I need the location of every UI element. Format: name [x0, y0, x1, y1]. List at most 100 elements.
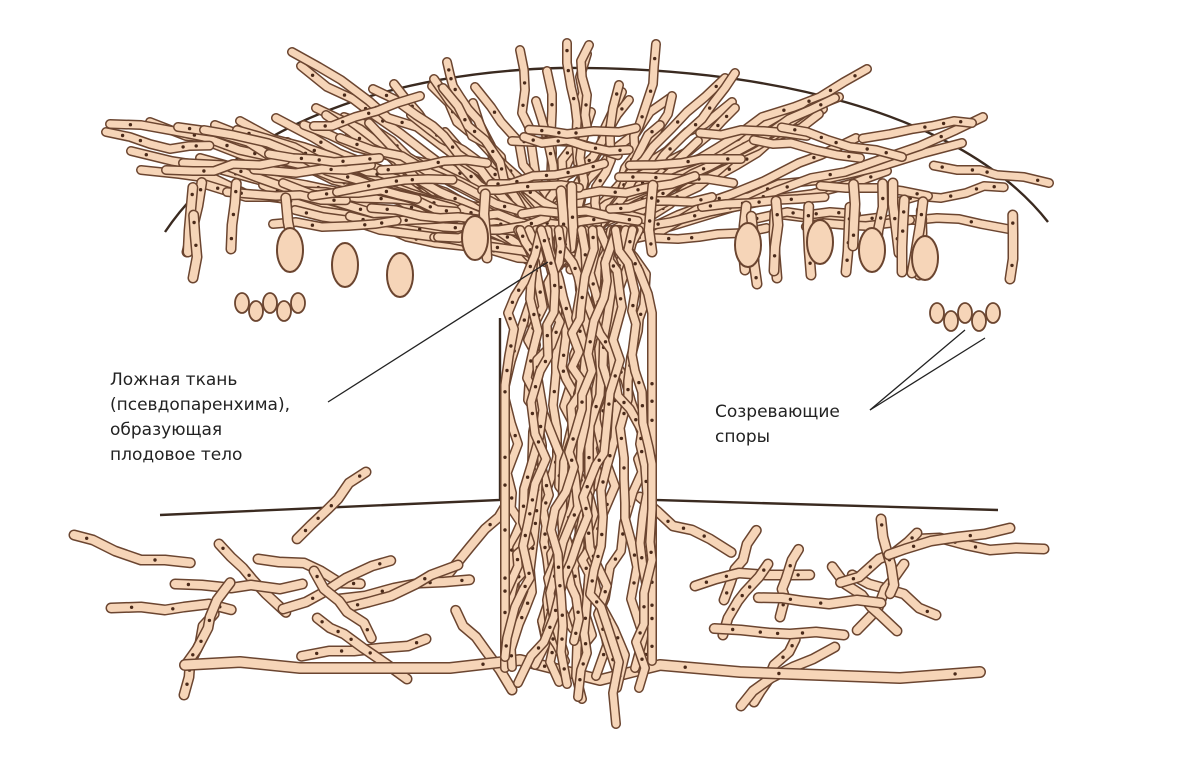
- nucleus: [527, 571, 531, 575]
- nucleus: [129, 605, 134, 609]
- nucleus: [493, 172, 497, 177]
- nucleus: [603, 590, 607, 594]
- nucleus: [819, 135, 823, 140]
- nucleus: [368, 157, 372, 161]
- nucleus: [303, 528, 308, 533]
- nucleus: [923, 125, 927, 129]
- nucleus: [526, 184, 530, 189]
- hypha-fill: [250, 161, 375, 177]
- nucleus: [520, 615, 524, 620]
- nucleus: [592, 217, 596, 222]
- nucleus: [138, 138, 143, 143]
- nucleus: [317, 158, 321, 162]
- nucleus: [594, 404, 598, 409]
- hypha-fill: [720, 526, 761, 604]
- nucleus: [144, 153, 148, 157]
- nucleus: [538, 424, 543, 429]
- nucleus: [556, 565, 561, 569]
- nucleus: [186, 582, 191, 587]
- nucleus: [595, 600, 599, 604]
- nucleus: [385, 207, 389, 211]
- nucleus: [580, 295, 584, 300]
- spore: [943, 310, 959, 332]
- nucleus: [828, 88, 833, 93]
- nucleus: [386, 168, 390, 172]
- nucleus: [654, 175, 658, 180]
- nucleus: [499, 167, 504, 171]
- nucleus: [668, 147, 672, 151]
- nucleus: [558, 250, 562, 254]
- nucleus: [556, 139, 560, 143]
- spore: [290, 292, 306, 314]
- nucleus: [229, 236, 234, 241]
- nucleus: [781, 655, 785, 659]
- nucleus: [591, 282, 595, 286]
- nucleus: [351, 581, 356, 586]
- nucleus: [607, 402, 611, 406]
- nucleus: [315, 574, 319, 579]
- nucleus: [522, 318, 526, 322]
- hypha-fill: [377, 156, 491, 174]
- basidium: [276, 227, 304, 273]
- nucleus: [469, 174, 473, 179]
- nucleus: [870, 216, 874, 220]
- nucleus: [650, 196, 654, 200]
- nucleus: [650, 418, 654, 422]
- nucleus: [620, 107, 624, 111]
- nucleus: [357, 136, 362, 141]
- nucleus: [414, 641, 419, 645]
- nucleus: [428, 205, 432, 209]
- nucleus: [601, 480, 605, 484]
- nucleus: [656, 199, 660, 203]
- nucleus: [869, 175, 873, 179]
- nucleus: [566, 170, 570, 175]
- nucleus: [199, 639, 203, 643]
- nucleus: [649, 242, 653, 246]
- nucleus: [324, 192, 329, 196]
- nucleus: [570, 215, 575, 219]
- hypha-fill: [291, 206, 555, 263]
- nucleus: [598, 179, 602, 183]
- nucleus: [613, 557, 618, 561]
- nucleus: [522, 81, 527, 85]
- nucleus: [311, 596, 315, 600]
- leader-line-spores-1: [869, 329, 966, 411]
- nucleus: [968, 533, 972, 538]
- nucleus: [207, 618, 212, 623]
- hypha-fill: [770, 197, 782, 275]
- nucleus: [384, 189, 389, 194]
- nucleus: [868, 565, 872, 569]
- nucleus: [521, 234, 525, 238]
- basidium: [858, 227, 886, 273]
- nucleus: [649, 550, 653, 554]
- nucleus: [910, 536, 914, 540]
- nucleus: [505, 368, 509, 373]
- nucleus: [959, 120, 963, 124]
- nucleus: [693, 214, 697, 218]
- nucleus: [974, 187, 979, 191]
- hypha-fill: [520, 133, 633, 155]
- nucleus: [533, 521, 538, 526]
- nucleus: [593, 146, 598, 150]
- nucleus: [775, 213, 779, 217]
- nucleus: [565, 151, 570, 155]
- nucleus: [523, 584, 527, 589]
- nucleus: [627, 217, 632, 222]
- nucleus: [591, 164, 595, 169]
- nucleus: [341, 120, 345, 124]
- nucleus: [1036, 178, 1040, 182]
- nucleus: [329, 504, 333, 508]
- nucleus: [812, 155, 816, 160]
- nucleus: [472, 129, 477, 134]
- nucleus: [449, 77, 453, 81]
- nucleus: [634, 418, 638, 422]
- nucleus: [409, 205, 414, 210]
- nucleus: [640, 404, 645, 408]
- hypha-fill: [333, 175, 457, 196]
- nucleus: [992, 185, 996, 189]
- nucleus: [529, 359, 533, 363]
- hypha-fill: [754, 593, 885, 608]
- nucleus: [572, 513, 576, 517]
- nucleus: [819, 601, 823, 605]
- label-line: (псевдопаренхима),: [110, 395, 291, 415]
